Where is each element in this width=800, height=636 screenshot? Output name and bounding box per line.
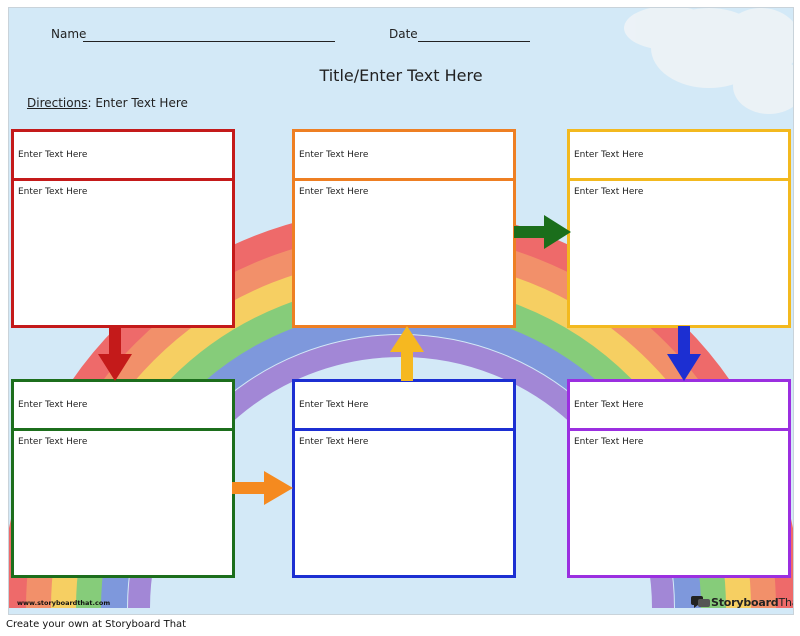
card-5-body: Enter Text Here (299, 437, 369, 447)
name-label: Name (51, 27, 87, 41)
yellow-up-arrow (390, 326, 424, 381)
card-6-title: Enter Text Here (574, 400, 644, 410)
card-1-body-box[interactable]: Enter Text Here (11, 178, 235, 328)
card-1-title: Enter Text Here (18, 150, 88, 160)
card-5-title: Enter Text Here (299, 400, 369, 410)
card-3-body-box[interactable]: Enter Text Here (567, 178, 791, 328)
card-3-title-box[interactable]: Enter Text Here (567, 129, 791, 181)
card-2-title: Enter Text Here (299, 150, 369, 160)
directions-text: : Enter Text Here (87, 96, 188, 110)
footer-url[interactable]: www.storyboardthat.com (17, 599, 111, 607)
arrow-shape (232, 471, 293, 505)
green-right-arrow (514, 215, 571, 249)
card-4-body-box[interactable]: Enter Text Here (11, 428, 235, 578)
cloud-shape (624, 8, 793, 114)
card-2-title-box[interactable]: Enter Text Here (292, 129, 516, 181)
card-5-title-box[interactable]: Enter Text Here (292, 379, 516, 431)
card-4-body: Enter Text Here (18, 437, 88, 447)
date-line[interactable] (418, 41, 530, 42)
worksheet: Name Date Title/Enter Text Here Directio… (8, 7, 794, 615)
card-4-title-box[interactable]: Enter Text Here (11, 379, 235, 431)
directions[interactable]: Directions: Enter Text Here (27, 96, 188, 110)
red-down-arrow (98, 326, 132, 381)
page-title[interactable]: Title/Enter Text Here (319, 66, 483, 85)
card-4-title: Enter Text Here (18, 400, 88, 410)
footer-caption: Create your own at Storyboard That (6, 619, 187, 630)
card-3-body: Enter Text Here (574, 187, 644, 197)
speech-bubble-icon (691, 596, 710, 608)
card-6-body-box[interactable]: Enter Text Here (567, 428, 791, 578)
arrow-shape (98, 326, 132, 381)
card-6-title-box[interactable]: Enter Text Here (567, 379, 791, 431)
card-1-title-box[interactable]: Enter Text Here (11, 129, 235, 181)
blue-down-arrow (667, 326, 701, 381)
card-6-body: Enter Text Here (574, 437, 644, 447)
orange-right-arrow (232, 471, 293, 505)
directions-label: Directions (27, 96, 88, 110)
date-label: Date (389, 27, 418, 41)
card-5-body-box[interactable]: Enter Text Here (292, 428, 516, 578)
arrow-shape (667, 326, 701, 381)
card-1-body: Enter Text Here (18, 187, 88, 197)
card-3-title: Enter Text Here (574, 150, 644, 160)
card-2-body-box[interactable]: Enter Text Here (292, 178, 516, 328)
arrow-shape (390, 326, 424, 381)
card-2-body: Enter Text Here (299, 187, 369, 197)
arrow-shape (514, 215, 571, 249)
name-line[interactable] (83, 41, 335, 42)
